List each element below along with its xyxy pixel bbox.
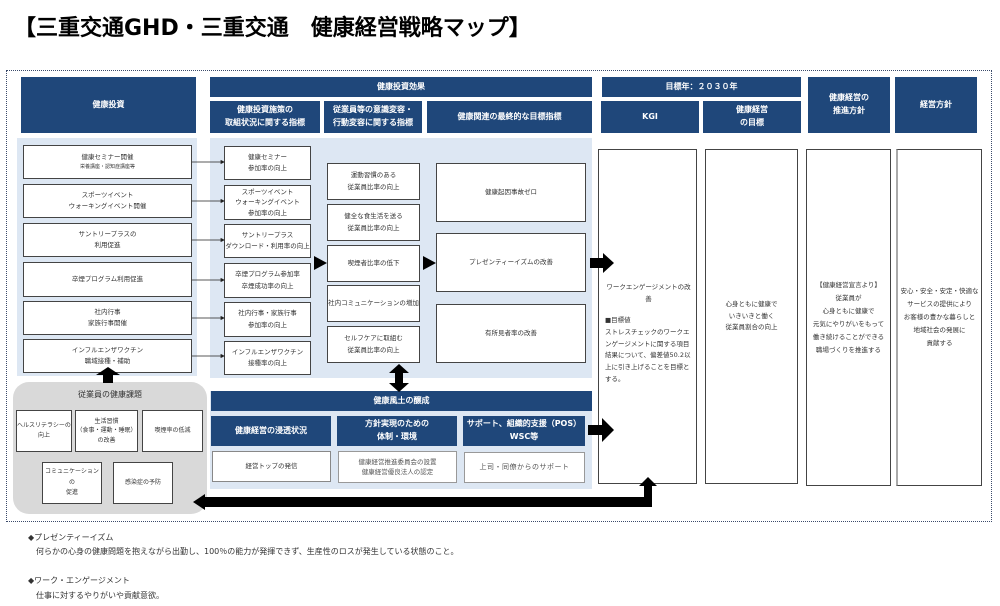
awareness-indicator: セルフケアに取組む 従業員比率の向上 <box>327 326 420 363</box>
measure-indicator: 卒煙プログラム参加率 卒煙成功率の向上 <box>224 263 311 298</box>
investment-item: 卒煙プログラム利用促進 <box>23 262 192 297</box>
measure-indicator: スポーツイベント ウォーキングイベント 参加率の向上 <box>224 185 311 220</box>
note-definition: 仕事に対するやりがいや貢献意欲。 <box>36 591 164 600</box>
issue-item: コミュニケーションの 促進 <box>42 462 102 504</box>
note-term: ◆プレゼンティーイズム <box>28 533 114 542</box>
investment-item: 社内行事 家族行事開催 <box>23 301 192 335</box>
awareness-indicator: 社内コミュニケーションの増加 <box>327 285 420 322</box>
kgi-target-text: ストレスチェックのワークエンゲージメントに関する項目結果について、偏差値50.2… <box>605 328 691 383</box>
header-promotion-policy: 健康経営の 推進方針 <box>808 77 890 133</box>
measure-indicator: 社内行事・家族行事 参加率の向上 <box>224 302 311 337</box>
header-health-investment-effect: 健康投資効果 <box>210 77 592 97</box>
note-definition: 何らかの心身の健康問題を抱えながら出勤し、100％の能力が発揮できず、生産性のロ… <box>36 547 459 556</box>
measure-indicator: インフルエンザワクチン 接種率の向上 <box>224 341 311 375</box>
measure-indicator: サントリープラス ダウンロード・利用率の向上 <box>224 224 311 258</box>
culture-col-header: サポート、組織的支援（POS） WSC等 <box>463 416 585 446</box>
issue-item: 生活習慣 （食事・運動・睡眠） の改善 <box>75 410 138 452</box>
header-health-investment: 健康投資 <box>21 77 196 133</box>
investment-item: 健康セミナー開催 栄養講座・認知症講座等 <box>23 145 192 179</box>
awareness-indicator: 喫煙者比率の低下 <box>327 245 420 282</box>
investment-sublabel: 栄養講座・認知症講座等 <box>79 164 135 171</box>
issue-item: ヘルスリテラシーの 向上 <box>16 410 72 452</box>
header-measure-indicators: 健康投資施策の 取組状況に関する指標 <box>210 101 320 133</box>
final-indicator: 有所見者率の改善 <box>436 304 586 363</box>
kgi-target-heading: ■目標値 <box>605 316 631 325</box>
health-goal-column: 心身ともに健康で いきいきと働く 従業員割合の向上 <box>705 149 798 484</box>
investment-item: スポーツイベント ウォーキングイベント開催 <box>23 184 192 218</box>
culture-col-header: 方針実現のための 体制・環境 <box>337 416 457 446</box>
investment-item: サントリープラスの 利用促進 <box>23 223 192 257</box>
culture-item: 経営トップの発信 <box>212 451 331 482</box>
header-management-policy: 経営方針 <box>895 77 977 133</box>
measure-indicator: 健康セミナー 参加率の向上 <box>224 146 311 180</box>
kgi-column: ワークエンゲージメントの改善 ■目標値 ストレスチェックのワークエンゲージメント… <box>598 149 697 484</box>
header-awareness-indicators: 従業員等の意識変容・ 行動変容に関する指標 <box>324 101 422 133</box>
culture-header: 健康風土の醸成 <box>211 391 592 411</box>
header-health-goal: 健康経営 の目標 <box>703 101 801 133</box>
management-policy-column: 安心・安全・安定・快適な サービスの提供により お客様の豊かな暮らしと 地域社会… <box>896 149 982 486</box>
awareness-indicator: 運動習慣のある 従業員比率の向上 <box>327 163 420 200</box>
header-final-indicators: 健康関連の最終的な目標指標 <box>427 101 592 133</box>
note-term: ◆ワーク・エンゲージメント <box>28 576 130 585</box>
header-target-year: 目標年：２０３０年 <box>602 77 801 97</box>
final-indicator: プレゼンティーイズムの改善 <box>436 233 586 292</box>
page-title: 【三重交通GHD・三重交通 健康経営戦略マップ】 <box>14 16 531 41</box>
employee-issues-title: 従業員の健康課題 <box>78 390 142 399</box>
header-kgi: KGI <box>601 101 699 133</box>
promotion-policy-column: 【健康経営宣言より】 従業員が 心身ともに健康で 元気にやりがいをもって 働き続… <box>806 149 891 486</box>
culture-col-header: 健康経営の浸透状況 <box>211 416 331 446</box>
investment-item: インフルエンザワクチン 職域接種・補助 <box>23 339 192 373</box>
map-frame <box>6 70 992 522</box>
issue-item: 喫煙率の低減 <box>142 410 203 452</box>
issue-item: 感染症の予防 <box>113 462 173 504</box>
awareness-indicator: 健全な食生活を送る 従業員比率の向上 <box>327 204 420 241</box>
kgi-main: ワークエンゲージメントの改善 <box>606 283 691 303</box>
culture-item: 健康経営推進委員会の設置 健康経営優良法人の認定 <box>338 451 457 483</box>
final-indicator: 健康起因事故ゼロ <box>436 163 586 222</box>
culture-item: 上司・同僚からのサポート <box>464 452 585 483</box>
investment-label: 健康セミナー開催 <box>81 152 134 161</box>
